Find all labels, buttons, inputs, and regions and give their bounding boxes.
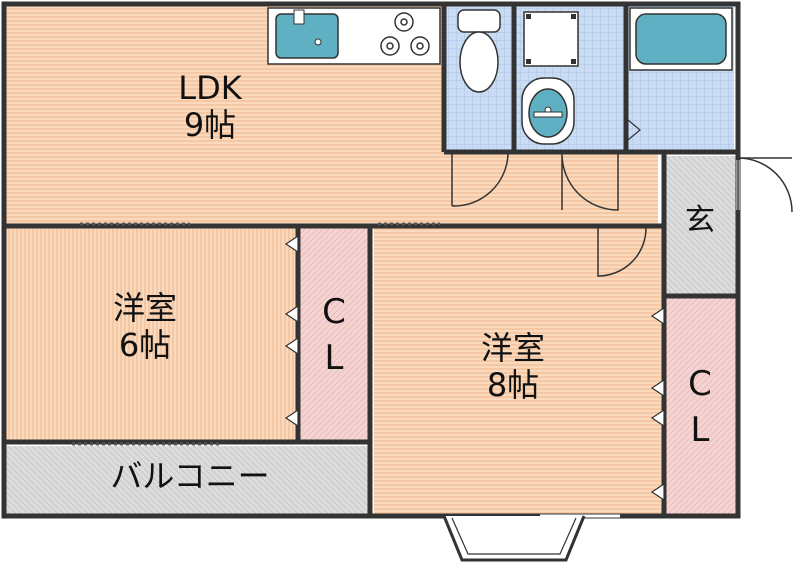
closet-1-l: L xyxy=(324,337,344,378)
ldk-label: LDK 9帖 xyxy=(130,70,290,144)
entrance-floor xyxy=(664,156,736,294)
kitchen-sink-icon xyxy=(275,13,339,59)
faucet-icon xyxy=(293,9,305,25)
closet-2-label: C L xyxy=(672,362,728,454)
western-6-size: 6帖 xyxy=(118,325,172,364)
western-8-size: 8帖 xyxy=(486,365,540,404)
western-8-label: 洋室 8帖 xyxy=(438,330,588,404)
entrance-label: 玄 xyxy=(685,203,715,238)
bay-window xyxy=(442,515,586,562)
closet-1-label: C L xyxy=(306,290,362,382)
closet-1-floor xyxy=(300,228,368,440)
closet-2-l: L xyxy=(690,409,710,450)
western-8-name: 洋室 xyxy=(480,329,545,367)
ldk-size: 9帖 xyxy=(183,105,237,144)
western-6-floor xyxy=(6,228,298,440)
stove-burners-icon xyxy=(380,12,430,56)
western-6-name: 洋室 xyxy=(112,289,177,327)
closet-door-marks xyxy=(284,234,665,502)
closet-2-floor xyxy=(664,296,736,514)
ldk-name: LDK xyxy=(178,69,242,107)
door-swings xyxy=(451,153,793,277)
closet-1-c: C xyxy=(322,292,346,332)
walls xyxy=(1,1,741,519)
western-8-floor xyxy=(374,228,664,514)
bathtub-basin-icon xyxy=(635,13,727,65)
toilet-icon xyxy=(457,9,501,93)
closet-2-c: C xyxy=(688,364,712,404)
balcony-label: バルコニー xyxy=(110,457,270,495)
sink-drain-icon xyxy=(314,38,322,46)
balcony-floor xyxy=(6,446,368,514)
washing-machine-icon xyxy=(523,11,579,67)
western-6-label: 洋室 6帖 xyxy=(70,290,220,364)
